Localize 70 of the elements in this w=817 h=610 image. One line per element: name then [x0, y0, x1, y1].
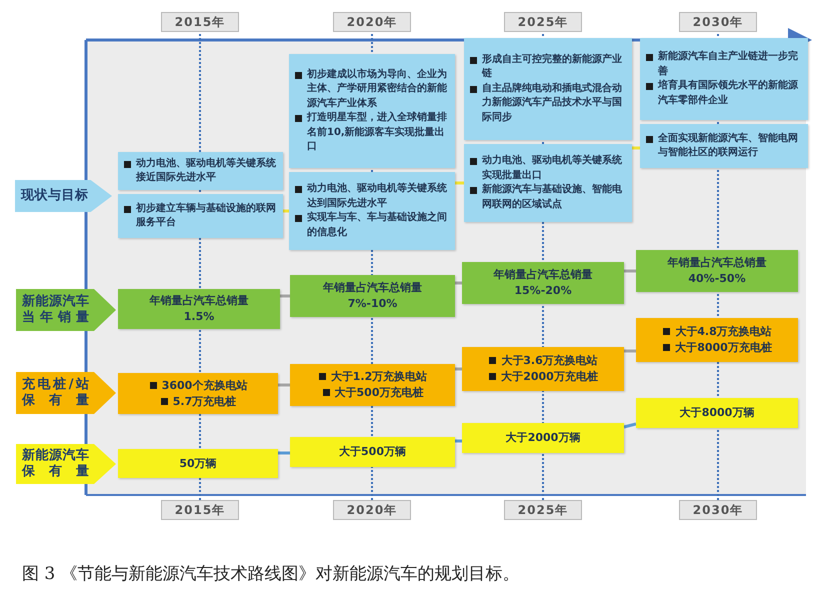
sales-box [290, 275, 455, 317]
connector-line [632, 146, 640, 150]
row-header-tag [16, 444, 116, 484]
goal-box [640, 124, 808, 168]
year-label: 2015年 [161, 500, 239, 520]
year-label: 2030年 [679, 12, 757, 32]
connector-line [455, 368, 462, 370]
sales-text: 7%-10% [348, 296, 398, 312]
list-item: 大于2000万充电桩 [488, 369, 598, 385]
year-label: 2025年 [504, 12, 582, 32]
connector-line [455, 182, 464, 184]
sales-box [462, 262, 624, 304]
sales-text: 年销量占汽车总销量 [323, 280, 422, 296]
charging-box [462, 347, 624, 391]
connector-line [278, 452, 290, 454]
list-item: 大于3.6万充换电站 [488, 353, 598, 369]
connector-line [455, 440, 462, 442]
row-header-tag [16, 372, 116, 414]
sales-text: 年销量占汽车总销量 [150, 293, 248, 309]
sales-box [118, 289, 280, 329]
goal-box [289, 54, 455, 168]
count-text: 大于2000万辆 [506, 430, 580, 446]
year-label: 2020年 [333, 12, 411, 32]
vehicle-count-box [462, 423, 624, 453]
goal-box [640, 38, 808, 120]
list-item: 5.7万充电桩 [160, 394, 236, 410]
connector-line [624, 422, 636, 428]
vehicle-count-box [118, 449, 278, 478]
list-item: 3600个充换电站 [148, 378, 248, 394]
list-item: 大于8000万充电桩 [662, 340, 772, 356]
goal-box [118, 152, 283, 190]
vehicle-count-box [636, 398, 798, 428]
year-label: 2020年 [333, 500, 411, 520]
row-header-text: 充电桩/站保有量 [22, 376, 89, 410]
goal-box [289, 172, 455, 250]
charging-box [636, 318, 798, 362]
connector-line [278, 384, 290, 386]
count-text: 大于8000万辆 [680, 405, 754, 421]
count-text: 50万辆 [179, 456, 217, 472]
row-header-text: 现状与目标 [21, 188, 88, 204]
row-header-tag [16, 289, 116, 331]
connector-line [624, 350, 636, 352]
goal-box [464, 144, 632, 222]
sales-box [636, 250, 798, 292]
connector-line [283, 210, 289, 212]
count-text: 大于500万辆 [339, 444, 406, 460]
list-item: 动力电池、驱动电机等关键系统达到国际先进水平 [294, 182, 450, 211]
row-header-text: 新能源汽车保有量 [22, 448, 89, 480]
connector-line [624, 270, 636, 272]
connector-line [455, 282, 462, 284]
vehicle-count-box [290, 437, 455, 467]
charging-box [118, 373, 278, 414]
goal-box [464, 38, 632, 140]
figure-caption: 图 3 《节能与新能源汽车技术路线图》对新能源汽车的规划目标。 [22, 563, 520, 585]
charging-box [290, 364, 455, 406]
list-item: 大于500万充电桩 [322, 385, 424, 401]
year-label: 2015年 [161, 12, 239, 32]
row-header-text: 新能源汽车当年销量 [22, 294, 89, 326]
goal-box [118, 194, 283, 238]
list-item: 大于1.2万充换电站 [318, 369, 428, 385]
sales-text: 1.5% [184, 309, 214, 325]
year-label: 2025年 [504, 500, 582, 520]
list-item: 大于4.8万充换电站 [662, 324, 772, 340]
row-header-tag [15, 180, 112, 212]
connector-line [280, 294, 290, 298]
sales-text: 年销量占汽车总销量 [494, 267, 592, 283]
sales-text: 40%-50% [688, 271, 746, 287]
year-label: 2030年 [679, 500, 757, 520]
sales-text: 年销量占汽车总销量 [668, 255, 766, 271]
sales-text: 15%-20% [514, 283, 572, 299]
